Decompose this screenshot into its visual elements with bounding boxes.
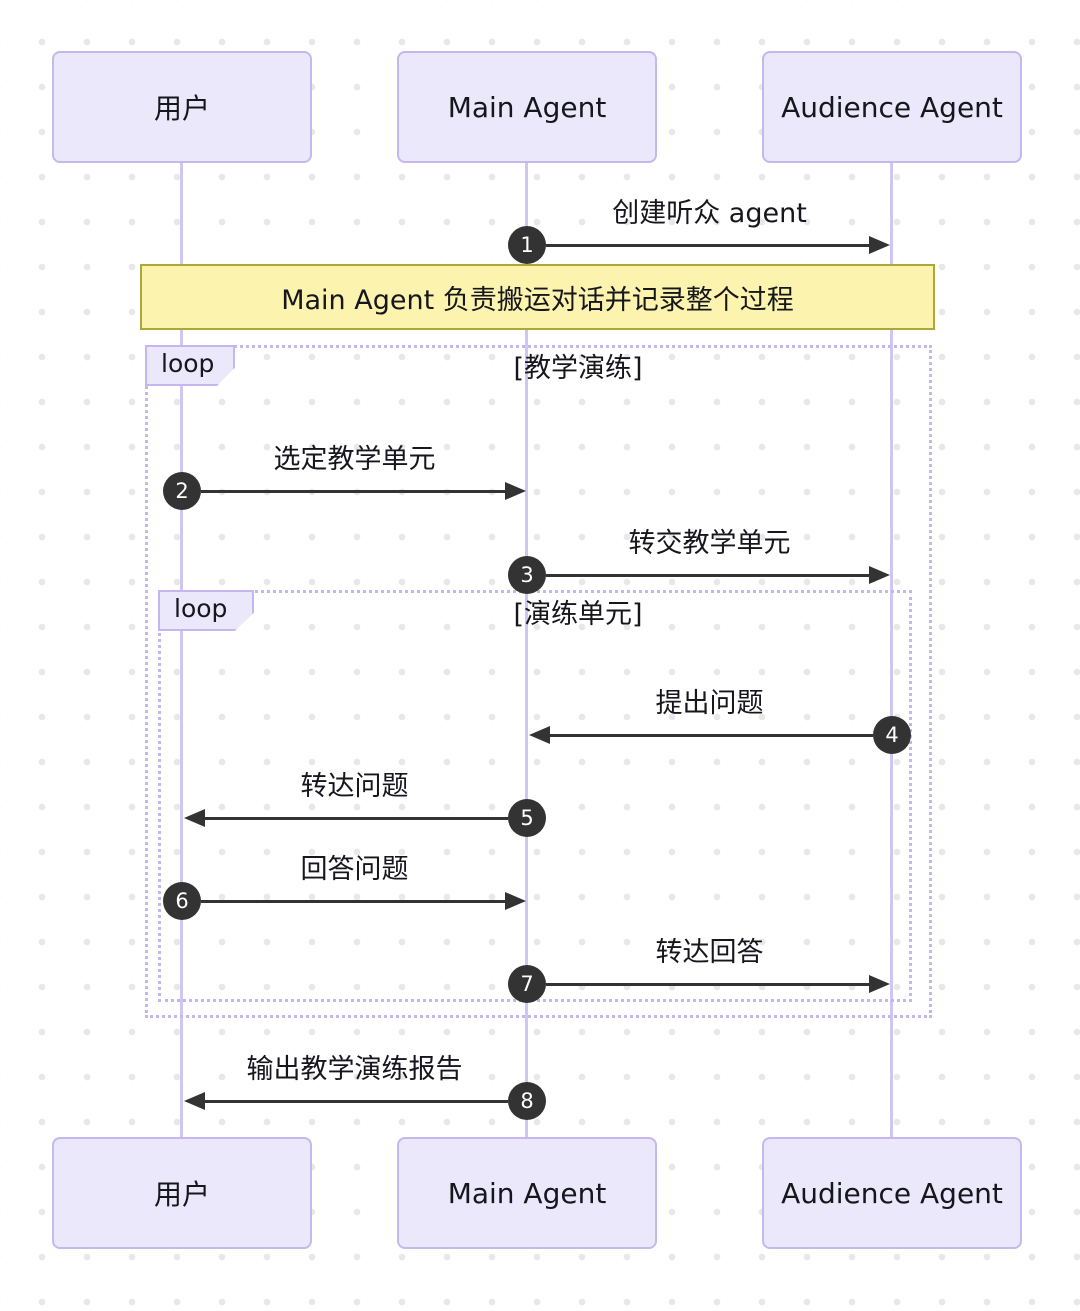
actor-label: 用户 [153,92,210,125]
message-label: 选定教学单元 [273,444,436,475]
actor-box-user-top: 用户 [52,51,312,163]
message-label: 转达回答 [655,937,764,968]
message-label: 提出问题 [655,688,764,719]
loop-tag-inner: loop [158,590,254,631]
message-arrow-line [204,1100,508,1103]
actor-box-user-bottom: 用户 [52,1137,312,1249]
arrowhead-right-icon [869,975,890,993]
arrowhead-left-icon [184,809,205,827]
arrowhead-right-icon [869,566,890,584]
message-arrow-line [546,574,870,577]
actor-box-main-agent-top: Main Agent [397,51,657,163]
actor-label: Main Agent [447,90,607,124]
message-arrow-line [204,817,508,820]
message-number-badge: 6 [163,882,201,920]
actor-box-main-agent-bottom: Main Agent [397,1137,657,1249]
message-label: 回答问题 [300,854,409,885]
arrowhead-left-icon [529,726,550,744]
actor-label: Audience Agent [781,90,1003,124]
loop-title-inner: [演练单元] [513,599,643,630]
message-number-badge: 4 [873,716,911,754]
message-arrow-line [201,900,506,903]
actor-box-audience-agent-bottom: Audience Agent [762,1137,1022,1249]
message-number-badge: 1 [508,226,546,264]
actor-box-audience-agent-top: Audience Agent [762,51,1022,163]
message-label: 转交教学单元 [628,528,791,559]
lifeline-user [180,163,183,1137]
message-label: 转达问题 [300,771,409,802]
arrowhead-right-icon [505,482,526,500]
loop-tag-label: loop [161,349,215,378]
message-arrow-line [546,983,870,986]
message-arrow-line [546,244,870,247]
message-number-badge: 2 [163,472,201,510]
arrowhead-right-icon [505,892,526,910]
actor-label: Main Agent [447,1176,607,1210]
loop-title-outer: [教学演练] [513,353,643,384]
actor-label: 用户 [153,1178,210,1211]
message-arrow-line [549,734,873,737]
message-number-badge: 5 [508,799,546,837]
loop-frame-outer [145,345,932,1018]
message-arrow-line [201,490,506,493]
message-label: 创建听众 agent [612,198,807,229]
lifeline-main-agent [525,163,528,1137]
actor-label: Audience Agent [781,1176,1003,1210]
arrowhead-right-icon [869,236,890,254]
note-box: Main Agent 负责搬运对话并记录整个过程 [140,264,935,330]
arrowhead-left-icon [184,1092,205,1110]
loop-tag-outer: loop [145,345,235,386]
note-text: Main Agent 负责搬运对话并记录整个过程 [281,284,794,316]
message-number-badge: 7 [508,965,546,1003]
message-number-badge: 3 [508,556,546,594]
message-label: 输出教学演练报告 [246,1054,463,1085]
lifeline-audience-agent [890,163,893,1137]
loop-tag-label: loop [174,594,228,623]
message-number-badge: 8 [508,1082,546,1120]
